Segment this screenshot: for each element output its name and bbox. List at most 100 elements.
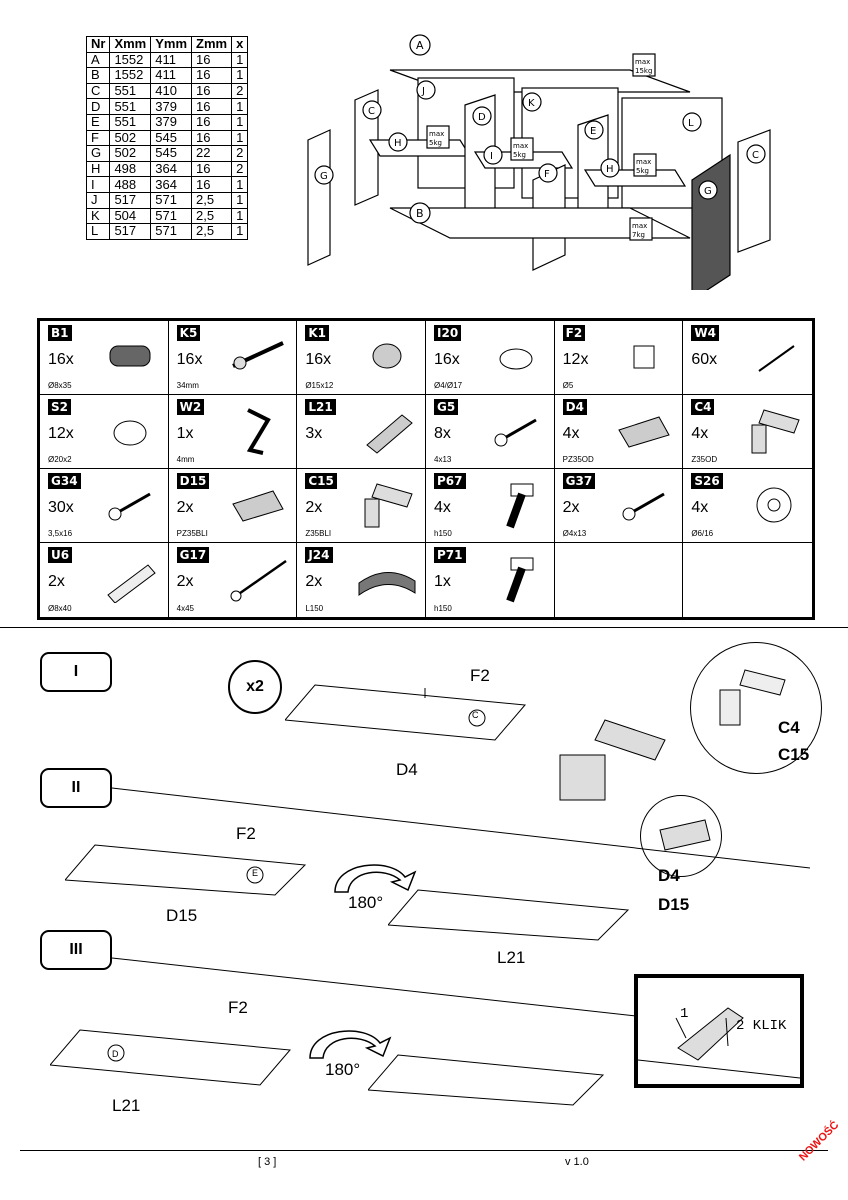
table-cell: 410 — [150, 82, 193, 100]
part-code: S26 — [691, 473, 723, 489]
label-d4-detail: D4 — [658, 866, 680, 885]
table-cell: J — [85, 191, 111, 209]
panel-d-flipped-drawing — [368, 1054, 605, 1106]
label-c15: C15 — [778, 745, 810, 764]
part-code: C4 — [691, 399, 715, 415]
klik-label: 2 KLIK — [736, 1018, 787, 1034]
part-size: Ø4/Ø17 — [434, 381, 463, 390]
leg-icon — [505, 483, 534, 529]
svg-text:5kg: 5kg — [429, 139, 442, 147]
part-quantity: 3x — [305, 425, 323, 442]
table-cell: 551 — [109, 113, 152, 131]
weight-icon: max 5kg — [510, 137, 534, 161]
svg-text:B: B — [416, 207, 424, 220]
part-quantity: 12x — [562, 351, 589, 368]
table-header-cell: Ymm — [150, 36, 193, 53]
part-quantity: 1x — [176, 425, 194, 442]
table-cell: 551 — [109, 98, 152, 115]
table-cell: 1 — [231, 113, 249, 131]
part-size: Ø4x13 — [562, 529, 587, 538]
hinge-plate-icon — [618, 416, 671, 448]
hinge-detail-circle — [690, 642, 822, 774]
screw-icon — [494, 418, 537, 447]
wall-plug-icon — [106, 564, 156, 603]
table-cell: 2 — [231, 82, 249, 100]
part-code: P71 — [434, 547, 466, 563]
page-number: [ 3 ] — [258, 1156, 277, 1168]
label-d15: D15 — [166, 906, 198, 925]
svg-text:D: D — [478, 112, 486, 123]
part-cell: W2 1x 4mm — [168, 395, 298, 469]
svg-text:max: max — [429, 130, 444, 138]
push-latch-icon — [637, 1007, 801, 1079]
svg-text:5kg: 5kg — [636, 167, 649, 175]
part-size: PZ35OD — [562, 455, 594, 464]
part-code: U6 — [48, 547, 73, 563]
part-quantity: 2x — [48, 573, 65, 590]
svg-text:J: J — [421, 86, 425, 97]
table-cell: I — [85, 176, 111, 193]
label-f2: F2 — [236, 824, 256, 843]
part-size: Ø8x35 — [48, 381, 72, 390]
part-code: C15 — [305, 473, 337, 489]
svg-text:max: max — [635, 58, 650, 66]
felt-pad-icon — [113, 420, 147, 446]
part-code: J24 — [305, 547, 333, 563]
push-latch-detail-box: 1 2 KLIK — [634, 974, 804, 1088]
part-code: G37 — [562, 473, 596, 489]
part-code: D4 — [562, 399, 587, 415]
screw-icon — [108, 492, 151, 521]
panel-e-flipped-drawing — [388, 889, 630, 941]
hinge-assembly-drawing — [559, 719, 666, 801]
table-cell: H — [85, 160, 111, 178]
table-cell: 411 — [150, 67, 193, 84]
table-cell: 498 — [109, 160, 152, 178]
table-cell: 379 — [150, 113, 193, 131]
rotation-label: 180° — [325, 1060, 361, 1079]
part-code: S2 — [48, 399, 71, 415]
part-code: P67 — [434, 473, 466, 489]
label-f2: F2 — [470, 666, 490, 685]
svg-text:H: H — [394, 138, 402, 149]
panel-d-drawing — [50, 1029, 292, 1086]
table-cell: 16 — [191, 51, 233, 69]
label-l21: L21 — [112, 1096, 141, 1115]
table-cell: 1 — [231, 129, 249, 147]
table-cell: 16 — [191, 176, 233, 193]
table-cell: 1 — [231, 98, 249, 115]
part-size: 4mm — [176, 455, 195, 464]
svg-text:C: C — [752, 150, 759, 161]
table-cell: B — [85, 67, 111, 84]
part-quantity: 4x — [562, 425, 580, 442]
part-code: W2 — [176, 399, 205, 415]
part-code: B1 — [48, 325, 72, 341]
table-cell: 2,5 — [191, 207, 233, 225]
part-quantity: 16x — [305, 351, 332, 368]
panel-e-drawing — [65, 844, 307, 896]
hinge-plate-icon — [232, 490, 285, 522]
weight-icon: max 5kg — [426, 125, 450, 149]
table-cell: 364 — [150, 176, 193, 193]
part-code: G5 — [434, 399, 459, 415]
part-code: G17 — [176, 547, 210, 563]
svg-text:7kg: 7kg — [632, 231, 645, 239]
strap-icon — [358, 572, 416, 596]
version-label: v 1.0 — [565, 1156, 589, 1168]
table-header-cell: Xmm — [109, 36, 152, 53]
table-cell: 22 — [191, 145, 233, 162]
part-quantity: 30x — [48, 499, 74, 516]
hinge-plate-icon — [659, 819, 711, 851]
table-cell: 545 — [150, 129, 193, 147]
table-cell: 16 — [191, 113, 233, 131]
step-number-1: 1 — [680, 1006, 689, 1022]
part-size: Ø8x40 — [48, 604, 72, 613]
